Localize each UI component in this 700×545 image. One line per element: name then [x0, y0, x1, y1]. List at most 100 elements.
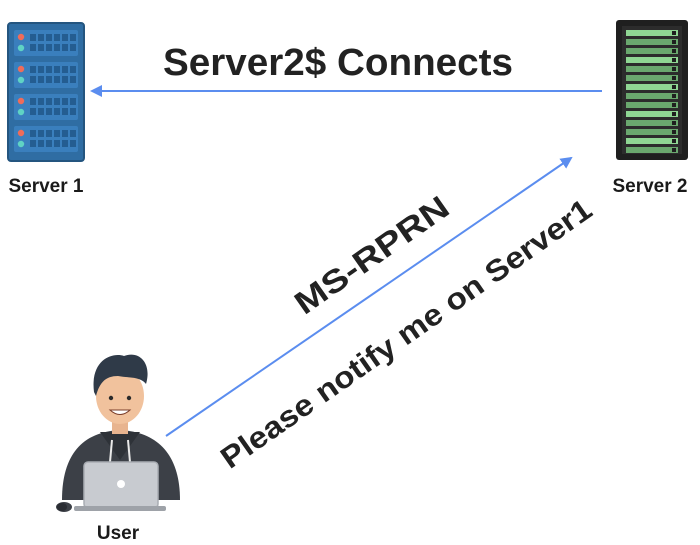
slot — [38, 108, 44, 115]
slot — [62, 140, 68, 147]
slot — [30, 76, 36, 83]
drive-bay — [626, 120, 678, 126]
slot — [30, 98, 36, 105]
rack-unit — [14, 62, 78, 88]
slot — [70, 66, 76, 73]
led-icon — [17, 97, 25, 105]
slot — [62, 108, 68, 115]
slot — [38, 66, 44, 73]
connect-edge: Server2$ Connects — [90, 42, 602, 97]
slot — [46, 98, 52, 105]
connect-edge-label: Server2$ Connects — [163, 42, 513, 84]
bay-handle — [672, 139, 676, 143]
drive-bay — [626, 57, 678, 63]
drive-bay — [626, 30, 678, 36]
bay-handle — [672, 67, 676, 71]
drive-bay — [626, 39, 678, 45]
server1-node: Server 1 — [7, 22, 85, 197]
slot — [62, 44, 68, 51]
bay-handle — [672, 49, 676, 53]
server2-node: Server 2 — [612, 20, 688, 197]
slot — [54, 98, 60, 105]
server2-label: Server 2 — [612, 176, 687, 197]
drive-bay — [626, 75, 678, 81]
slot — [38, 140, 44, 147]
bay-handle — [672, 76, 676, 80]
bay-handle — [672, 58, 676, 62]
led-icon — [17, 140, 25, 148]
led-icon — [17, 33, 25, 41]
drive-bay — [626, 66, 678, 72]
server-rack-icon — [7, 22, 85, 162]
slot — [54, 130, 60, 137]
rack-unit — [14, 126, 78, 152]
server1-label: Server 1 — [8, 176, 83, 197]
slot — [46, 76, 52, 83]
slot — [70, 130, 76, 137]
slot — [70, 76, 76, 83]
slot — [38, 130, 44, 137]
slot — [54, 76, 60, 83]
drive-bay — [626, 138, 678, 144]
bay-handle — [672, 130, 676, 134]
user-at-laptop-icon — [56, 354, 180, 512]
led-icon — [17, 129, 25, 137]
slot — [30, 34, 36, 41]
slot — [46, 130, 52, 137]
slot — [54, 108, 60, 115]
drive-bay — [626, 93, 678, 99]
bay-handle — [672, 103, 676, 107]
user-node: User — [56, 354, 180, 544]
slot — [54, 44, 60, 51]
slot — [62, 98, 68, 105]
slot — [30, 108, 36, 115]
request-arrow — [165, 156, 573, 437]
led-icon — [17, 44, 25, 52]
server-rack-icon — [616, 20, 688, 160]
slot — [54, 66, 60, 73]
bay-handle — [672, 121, 676, 125]
slot — [38, 44, 44, 51]
slot — [46, 108, 52, 115]
user-label: User — [97, 523, 140, 544]
drive-bay — [626, 84, 678, 90]
slot — [30, 44, 36, 51]
slot — [38, 76, 44, 83]
slot — [38, 98, 44, 105]
bay-handle — [672, 94, 676, 98]
slot — [62, 66, 68, 73]
slot — [30, 66, 36, 73]
slot — [30, 130, 36, 137]
slot — [62, 76, 68, 83]
slot — [46, 66, 52, 73]
led-icon — [17, 76, 25, 84]
slot — [46, 140, 52, 147]
led-icon — [17, 65, 25, 73]
bay-handle — [672, 148, 676, 152]
request-edge: MS-RPRN Please notify me on Server1 — [165, 156, 598, 475]
slot — [30, 140, 36, 147]
led-icon — [17, 108, 25, 116]
bay-handle — [672, 112, 676, 116]
drive-bay — [626, 111, 678, 117]
drive-bay — [626, 48, 678, 54]
slot — [70, 44, 76, 51]
drive-bay — [626, 129, 678, 135]
rack-unit — [14, 94, 78, 120]
slot — [70, 34, 76, 41]
slot — [70, 98, 76, 105]
rack-unit — [14, 30, 78, 56]
bay-handle — [672, 40, 676, 44]
slot — [70, 140, 76, 147]
slot — [54, 140, 60, 147]
slot — [62, 34, 68, 41]
drive-bay — [626, 147, 678, 153]
drive-bay — [626, 102, 678, 108]
slot — [62, 130, 68, 137]
slot — [54, 34, 60, 41]
bay-handle — [672, 31, 676, 35]
slot — [38, 34, 44, 41]
slot — [70, 108, 76, 115]
slot — [46, 44, 52, 51]
